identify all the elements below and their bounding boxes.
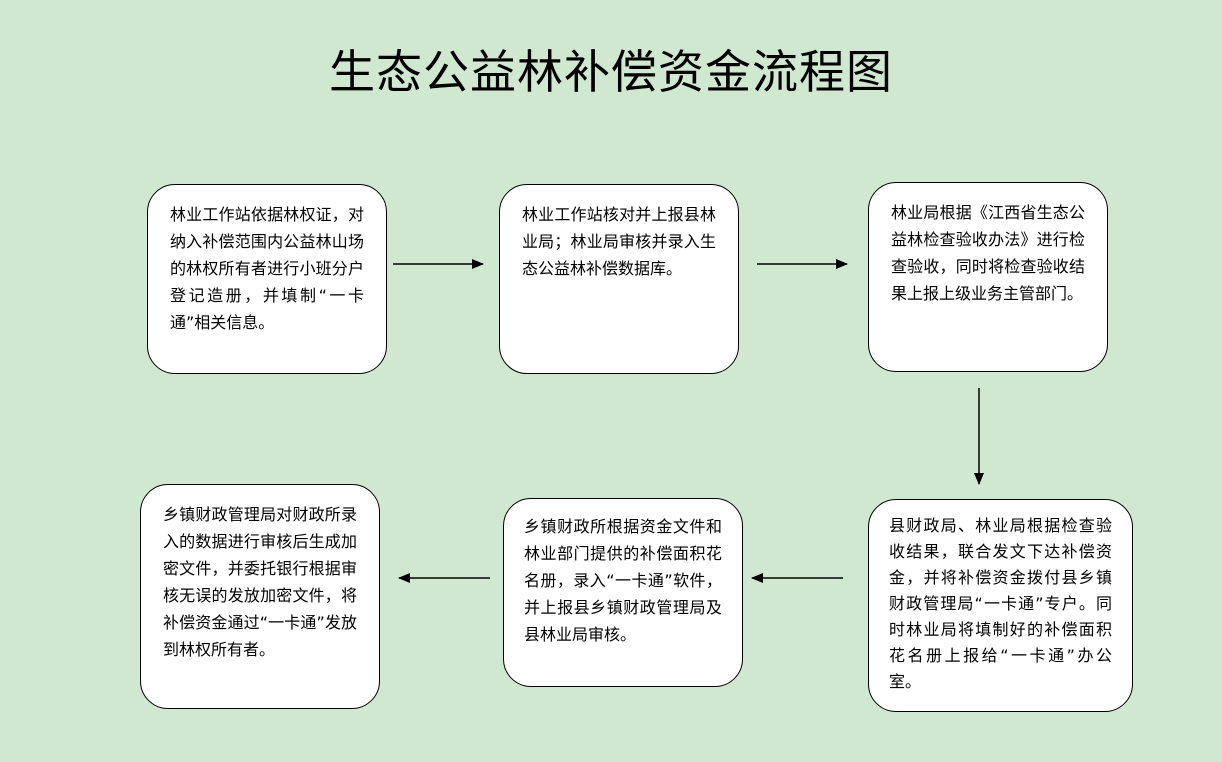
step-4-text: 县财政局、林业局根据检查验收结果，联合发文下达补偿资金，并将补偿资金拨付县乡镇财…	[889, 516, 1112, 691]
step-5-text: 乡镇财政所根据资金文件和林业部门提供的补偿面积花名册，录入“一卡通”软件，并上报…	[524, 517, 722, 644]
step-3-box: 林业局根据《江西省生态公益林检查验收办法》进行检查验收，同时将检查验收结果上报上…	[868, 182, 1108, 372]
diagram-title: 生态公益林补偿资金流程图	[329, 45, 893, 99]
step-4-box: 县财政局、林业局根据检查验收结果，联合发文下达补偿资金，并将补偿资金拨付县乡镇财…	[868, 499, 1133, 712]
step-1-box: 林业工作站依据林权证，对纳入补偿范围内公益林山场的林权所有者进行小班分户登记造册…	[147, 184, 387, 374]
step-1-text: 林业工作站依据林权证，对纳入补偿范围内公益林山场的林权所有者进行小班分户登记造册…	[170, 205, 364, 332]
step-6-box: 乡镇财政管理局对财政所录入的数据进行审核后生成加密文件，并委托银行根据审核无误的…	[140, 484, 380, 709]
step-6-text: 乡镇财政管理局对财政所录入的数据进行审核后生成加密文件，并委托银行根据审核无误的…	[163, 505, 357, 659]
step-3-text: 林业局根据《江西省生态公益林检查验收办法》进行检查验收，同时将检查验收结果上报上…	[891, 203, 1085, 303]
step-5-box: 乡镇财政所根据资金文件和林业部门提供的补偿面积花名册，录入“一卡通”软件，并上报…	[503, 498, 743, 687]
step-2-text: 林业工作站核对并上报县林业局；林业局审核并录入生态公益林补偿数据库。	[522, 205, 716, 278]
step-2-box: 林业工作站核对并上报县林业局；林业局审核并录入生态公益林补偿数据库。	[499, 184, 739, 374]
